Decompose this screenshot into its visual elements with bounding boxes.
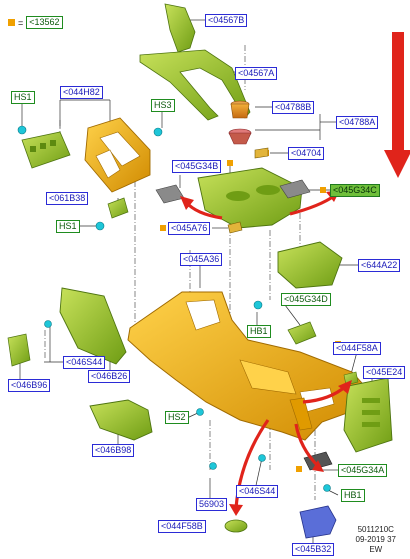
part-044h82 [84,117,151,193]
part-cup-holder-module [197,167,303,229]
drawing-stamp: 5011210C 09-2019 37 EW [356,525,396,555]
callout-04788a[interactable]: <04788A [336,116,379,129]
part-061b38 [107,197,129,219]
stamp-line-1: 5011210C [357,525,394,534]
part-04788a [228,128,252,145]
callout-56903[interactable]: 56903 [196,498,228,511]
callout-045e24[interactable]: <045E24 [363,366,406,379]
legend-code[interactable]: <13562 [26,16,63,29]
callout-hs1-top[interactable]: HS1 [11,91,35,104]
part-044f58b [224,519,248,533]
callout-045g34d[interactable]: <045G34D [281,293,331,306]
callout-04567a[interactable]: <04567A [235,67,278,80]
fasteners [17,125,331,492]
callout-044f58b[interactable]: <044F58B [158,520,206,533]
orange-square-icon [8,19,15,26]
callout-046b98[interactable]: <046B98 [92,444,135,457]
callout-045b32[interactable]: <045B32 [292,543,335,556]
part-644a22 [277,241,343,289]
callout-hb1-mid[interactable]: HB1 [247,325,271,338]
big-red-arrow [384,32,410,178]
callout-046s44-right[interactable]: <046S44 [236,485,279,498]
part-046b26 [59,287,127,365]
callout-644a22[interactable]: <644A22 [358,259,401,272]
part-046b96 [7,333,31,367]
part-045b32 [299,505,337,539]
mat-045g34c [279,179,311,199]
part-04788b [230,100,250,119]
switch-buttons [30,140,56,152]
part-switch-pack [21,131,71,169]
callout-046b96[interactable]: <046B96 [8,379,51,392]
callout-hs1-lower[interactable]: HS1 [56,220,80,233]
legend: = <13562 [8,16,63,29]
panel-slots [362,398,380,427]
callout-04788b[interactable]: <04788B [272,101,315,114]
callout-045g34b[interactable]: <045G34B [172,160,222,173]
callout-045a36[interactable]: <045A36 [180,253,223,266]
callout-045a76[interactable]: <045A76 [168,222,211,235]
part-04567b [164,3,196,53]
stamp-line-2: 09-2019 37 [355,535,396,544]
callout-061b38[interactable]: <061B38 [46,192,89,205]
callout-045g34c[interactable]: <045G34C [330,184,380,197]
callout-04567b[interactable]: <04567B [205,14,248,27]
part-04704 [254,147,269,159]
part-045g34d [287,321,317,345]
callout-hs2[interactable]: HS2 [165,411,189,424]
callout-046b26[interactable]: <046B26 [88,370,131,383]
part-044f58a [343,371,359,386]
callout-04704[interactable]: <04704 [288,147,325,160]
part-046b98 [89,399,153,441]
callout-044h82[interactable]: <044H82 [60,86,103,99]
legend-equals: = [18,17,24,28]
callout-hs3[interactable]: HS3 [151,99,175,112]
callout-044f58a[interactable]: <044F58A [333,342,381,355]
part-045a36-console [127,291,371,441]
callout-046s44-left[interactable]: <046S44 [63,356,106,369]
callout-hb1-lower[interactable]: HB1 [341,489,365,502]
part-045a76 [227,221,243,234]
stamp-line-3: EW [369,545,383,554]
callout-045g34a[interactable]: <045G34A [338,464,388,477]
